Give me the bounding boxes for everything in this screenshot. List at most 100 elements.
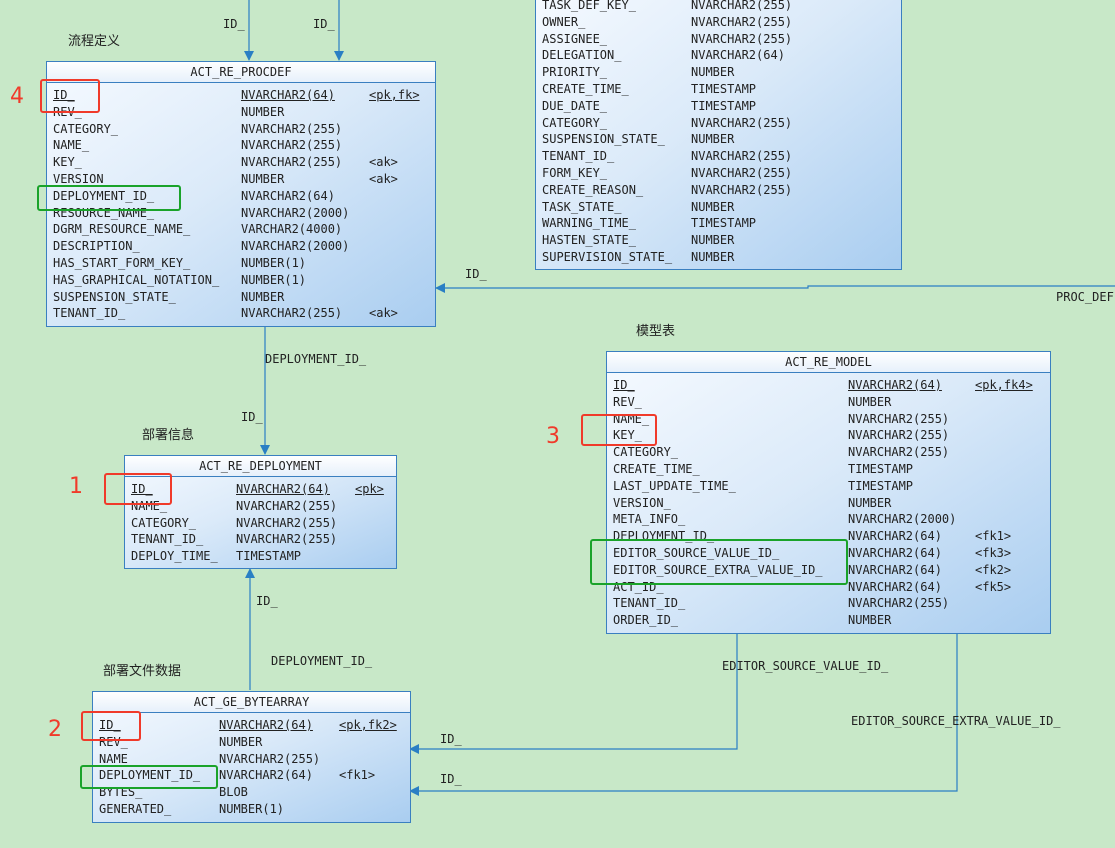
column-type: NVARCHAR2(255): [691, 14, 793, 29]
table-row: META_INFO_NVARCHAR2(2000): [607, 511, 1050, 528]
table-row: CATEGORY_NVARCHAR2(255): [536, 115, 901, 132]
edge-label-deployment-id-b: DEPLOYMENT_ID_: [271, 654, 373, 668]
column-type: NUMBER(1): [241, 255, 307, 270]
column-type: TIMESTAMP: [848, 478, 914, 493]
column-type: NVARCHAR2(255): [236, 515, 338, 530]
column-type: TIMESTAMP: [691, 98, 757, 113]
table-row: HASTEN_STATE_NUMBER: [536, 232, 901, 249]
table-row: DELEGATION_ NVARCHAR2(64): [536, 47, 901, 64]
column-name: SUSPENSION_STATE_: [53, 289, 176, 304]
table-row: SUPERVISION_STATE_NUMBER: [536, 249, 901, 266]
column-type: NVARCHAR2(255): [691, 0, 793, 12]
table-row: WARNING_TIME_ TIMESTAMP: [536, 215, 901, 232]
column-name: CATEGORY_: [53, 121, 119, 136]
column-name: KEY_: [53, 155, 82, 170]
deployment-table: ACT_RE_DEPLOYMENT ID_NVARCHAR2(64)<pk>NA…: [124, 455, 397, 569]
link-model-esev: [409, 633, 958, 796]
column-name: WARNING_TIME_: [542, 216, 636, 231]
table-row: REV_ NUMBER: [607, 394, 1050, 411]
column-name: CATEGORY_: [542, 115, 608, 130]
deployment-cn-label: 部署信息: [142, 428, 195, 443]
column-name: NAME_: [53, 138, 90, 153]
column-type: NUMBER: [848, 394, 892, 409]
column-type: NUMBER: [241, 104, 285, 119]
column-type: NUMBER: [241, 171, 285, 186]
column-name: ID_: [131, 482, 153, 496]
edge-label-id-ba1: ID_: [440, 732, 462, 746]
highlight-bytearray-id: [81, 711, 141, 741]
table-row: HAS_START_FORM_KEY_NUMBER(1): [47, 255, 435, 272]
column-type: TIMESTAMP: [691, 81, 757, 96]
column-key: <pk,fk>: [369, 88, 420, 102]
column-name: DGRM_RESOURCE_NAME_: [53, 222, 191, 237]
column-name: PRIORITY_: [542, 65, 608, 80]
edge-label-id-top-b: ID_: [313, 17, 335, 31]
column-name: DEPLOY_TIME_: [131, 549, 218, 564]
column-type: TIMESTAMP: [848, 461, 914, 476]
column-type: BLOB: [219, 785, 248, 800]
column-name: ID_: [613, 378, 635, 392]
table-row: SUSPENSION_STATE_NUMBER: [47, 289, 435, 306]
table-row: KEY_ NVARCHAR2(255): [607, 427, 1050, 444]
column-type: NUMBER: [691, 233, 735, 248]
column-name: REV_: [613, 394, 642, 409]
link-proc-def: [435, 283, 1115, 293]
edge-label-id-top-a: ID_: [223, 17, 245, 31]
column-name: EDITOR_SOURCE_EXTRA_VALUE_ID_: [613, 562, 823, 577]
column-type: VARCHAR2(4000): [241, 222, 343, 237]
column-type: NUMBER: [691, 65, 735, 80]
table-row: EDITOR_SOURCE_VALUE_ID_NVARCHAR2(64)<fk3…: [607, 545, 1050, 562]
table-row: VERSION_NUMBER<ak>: [47, 171, 435, 188]
model-cn-label: 模型表: [636, 324, 676, 339]
column-name: CATEGORY_: [131, 515, 197, 530]
marker-number-4: 4: [10, 84, 24, 109]
column-type: NUMBER: [691, 199, 735, 214]
edge-label-editor-source-value-id: EDITOR_SOURCE_VALUE_ID_: [722, 659, 889, 673]
column-key: <pk>: [355, 482, 384, 496]
table-row: HAS_GRAPHICAL_NOTATION_NUMBER(1): [47, 272, 435, 289]
table-row: VERSION_NUMBER: [607, 495, 1050, 512]
column-type: NVARCHAR2(255): [236, 532, 338, 547]
column-name: GENERATED_: [99, 801, 172, 816]
column-type: NVARCHAR2(255): [848, 428, 950, 443]
edge-label-id-ba2: ID_: [440, 772, 462, 786]
column-key: <ak>: [369, 155, 398, 170]
table-row: ID_NVARCHAR2(64)<pk,fk4>: [607, 377, 1050, 394]
bytearray-table-title: ACT_GE_BYTEARRAY: [93, 692, 410, 713]
column-type: NVARCHAR2(255): [241, 138, 343, 153]
highlight-bytearray-deployment-id: [80, 765, 218, 789]
edge-label-id-dep: ID_: [241, 410, 263, 424]
table-row: EDITOR_SOURCE_EXTRA_VALUE_ID_NVARCHAR2(6…: [607, 562, 1050, 579]
table-row: TASK_STATE_ NUMBER: [536, 199, 901, 216]
column-name: TENANT_ID_: [53, 306, 126, 321]
column-name: DESCRIPTION_: [53, 239, 140, 254]
table-row: CATEGORY_NVARCHAR2(255): [607, 444, 1050, 461]
column-type: NVARCHAR2(64): [691, 48, 785, 63]
table-row: NAME_NVARCHAR2(255): [93, 751, 410, 768]
column-type: NVARCHAR2(255): [691, 149, 793, 164]
column-name: DELEGATION_: [542, 48, 622, 63]
column-name: LAST_UPDATE_TIME_: [613, 478, 736, 493]
table-row: LAST_UPDATE_TIME_ TIMESTAMP: [607, 478, 1050, 495]
column-name: TASK_STATE_: [542, 199, 622, 214]
column-type: NUMBER(1): [219, 801, 285, 816]
column-type: NUMBER: [219, 734, 263, 749]
column-name: KEY_: [613, 428, 642, 443]
table-row: ID_NVARCHAR2(64)<pk>: [125, 481, 396, 498]
column-type: NVARCHAR2(255): [691, 31, 793, 46]
edge-label-editor-source-extra-value-id: EDITOR_SOURCE_EXTRA_VALUE_ID_: [851, 714, 1061, 728]
highlight-deployment-id: [104, 473, 172, 505]
column-name: HAS_GRAPHICAL_NOTATION_: [53, 272, 220, 287]
marker-number-2: 2: [48, 717, 62, 742]
table-row: CREATE_TIME_TIMESTAMP: [607, 461, 1050, 478]
column-name: REV_: [99, 734, 128, 749]
column-key: <fk3>: [975, 545, 1012, 560]
procdef-table: ACT_RE_PROCDEF ID_NVARCHAR2(64)<pk,fk>RE…: [46, 61, 436, 327]
edge-label-id-dep-up: ID_: [256, 594, 278, 608]
bytearray-table: ACT_GE_BYTEARRAY ID_NVARCHAR2(64)<pk,fk2…: [92, 691, 411, 823]
column-type: TIMESTAMP: [691, 216, 757, 231]
column-type: NVARCHAR2(255): [691, 182, 793, 197]
column-type: NVARCHAR2(255): [241, 306, 343, 321]
table-row: TASK_DEF_KEY_NVARCHAR2(255): [536, 0, 901, 14]
